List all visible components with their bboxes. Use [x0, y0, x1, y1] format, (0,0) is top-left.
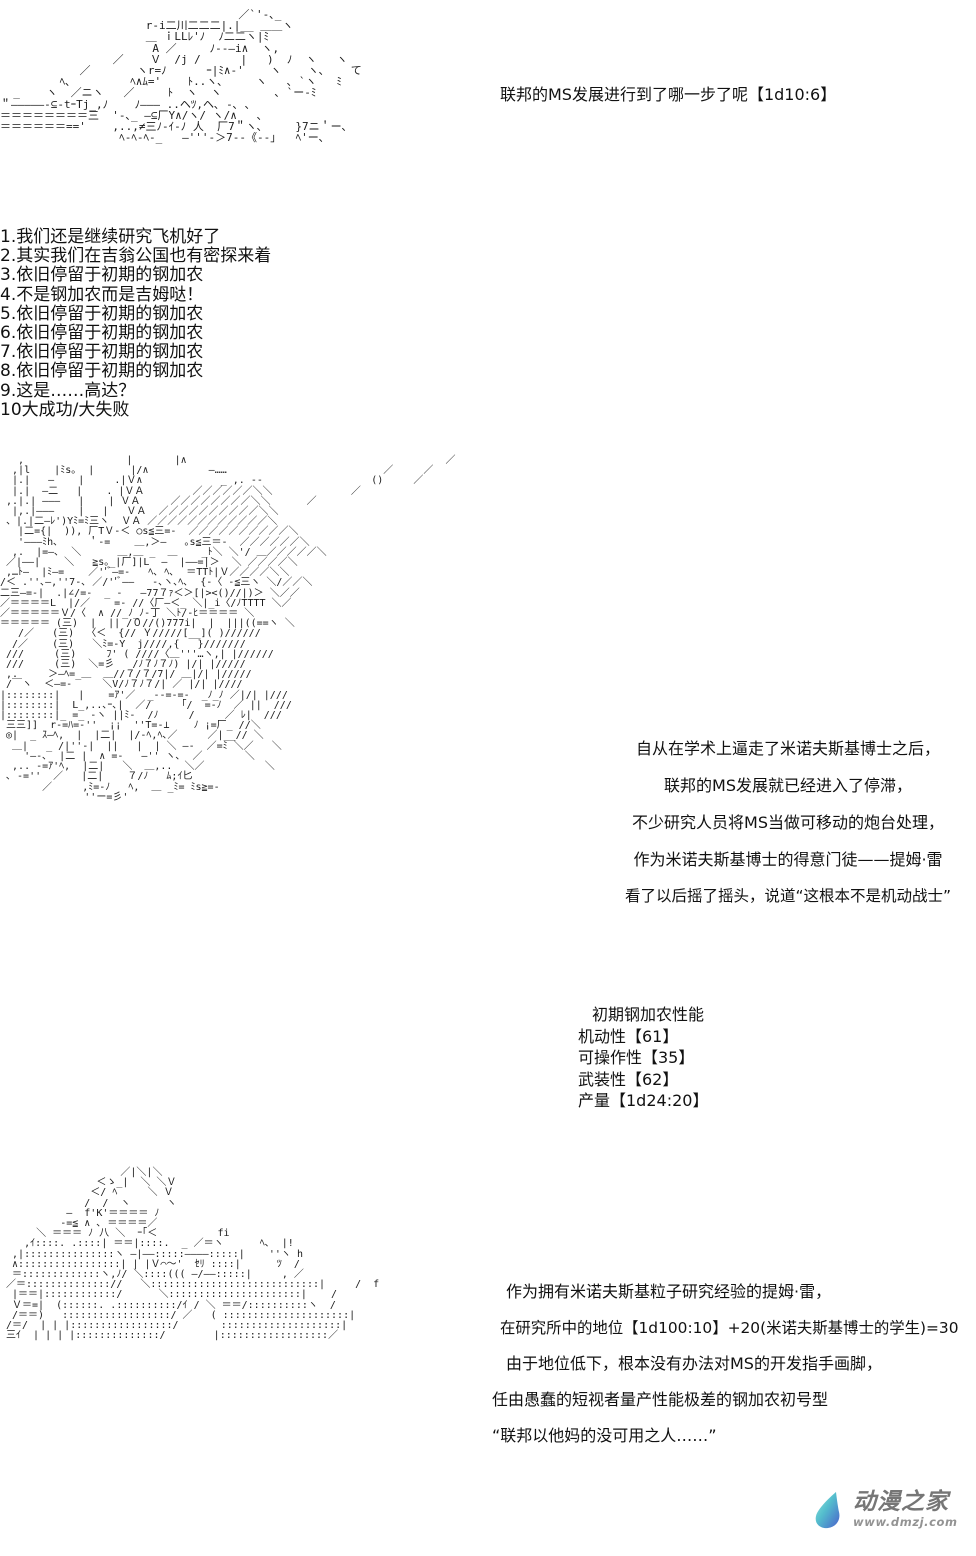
stat-operability: 可操作性【35】: [578, 1048, 695, 1067]
narration-line: 联邦的MS发展就已经进入了停滞，: [664, 776, 912, 795]
watermark: 动漫之家 www.dmzj.com: [812, 1490, 958, 1530]
stat-armament: 武装性【62】: [578, 1069, 679, 1089]
option-list: 1.我们还是继续研究飞机好了 2.其实我们在吉翁公国也有密探来着 3.依旧停留于…: [0, 227, 330, 420]
stat-mobility: 机动性【61】: [578, 1026, 679, 1046]
narration-line: 任由愚蠢的短视者量产性能极差的钢加农初号型: [492, 1390, 829, 1409]
list-item[interactable]: 1.我们还是继续研究飞机好了: [0, 227, 221, 247]
page-title: 联邦的MS发展进行到了哪一步了呢【1d10:6】: [500, 85, 837, 104]
narration-line: 作为拥有米诺夫斯基粒子研究经验的提姆·雷，: [506, 1282, 832, 1301]
watermark-text: 动漫之家 www.dmzj.com: [853, 1491, 958, 1529]
watermark-url: www.dmzj.com: [853, 1515, 958, 1530]
list-item[interactable]: 7.依旧停留于初期的钢加农: [0, 342, 204, 363]
stat-output: 产量【1d24:20】: [578, 1091, 709, 1110]
list-item[interactable]: 6.依旧停留于初期的钢加农: [0, 323, 204, 344]
list-item[interactable]: 3.依旧停留于初期的钢加农: [0, 265, 204, 286]
narration-line: 不少研究人员将MS当做可移动的炮台处理，: [632, 813, 944, 832]
stats-title: 初期钢加农性能: [592, 1005, 705, 1024]
water-drop-icon: [812, 1490, 846, 1530]
narration-bottom: 作为拥有米诺夫斯基粒子研究经验的提姆·雷， 在研究所中的地位【1d100:10】…: [486, 1274, 976, 1454]
list-item[interactable]: 2.其实我们在吉翁公国也有密探来着: [0, 246, 272, 267]
list-item[interactable]: 5.依旧停留于初期的钢加农: [0, 303, 204, 324]
list-item[interactable]: 4.不是钢加农而是吉姆哒！: [0, 284, 204, 305]
narration-line: 自从在学术上逼走了米诺夫斯基博士之后，: [635, 739, 940, 758]
narration-middle: 自从在学术上逼走了米诺夫斯基博士之后， 联邦的MS发展就已经进入了停滞， 不少研…: [600, 730, 976, 915]
narration-line: 在研究所中的地位【1d100:10】+20(米诺夫斯基博士的学生)=30: [500, 1319, 959, 1337]
narration-line: 由于地位低下，根本没有办法对MS的开发指手画脚，: [506, 1354, 882, 1373]
list-item[interactable]: 9.这是……高达？: [0, 380, 136, 401]
list-item[interactable]: 8.依旧停留于初期的钢加农: [0, 361, 204, 382]
narration-line: “联邦以他妈的没可用之人……”: [492, 1426, 717, 1445]
narration-line: 作为米诺夫斯基博士的得意门徒——提姆·雷: [633, 850, 943, 869]
stats-block: 初期钢加农性能 机动性【61】 可操作性【35】 武装性【62】 产量【1d24…: [578, 1004, 708, 1112]
ascii-art-middle: , | |∧ ／ ,|l |ﾐs｡ | |/∧ ―…… ／ ／ |.| ― | …: [0, 455, 456, 803]
ascii-art-top: ／`'-､_ r-i二川二二二|.|__ ＿＿ヽ ＿ ｉLLﾚ'ﾉ ﾉ二二ヽ|ﾐ…: [0, 8, 362, 145]
narration-line: 看了以后摇了摇头，说道“这根本不是机动战士”: [624, 887, 952, 905]
ascii-art-bottom: ／|＼|＼ ＜ゝ_| ＼ ＼Ｖ ＜/ ﾍ ＼ Ｖ / / ヽ ヽ ― f'K'＝…: [6, 1167, 380, 1342]
list-item[interactable]: 10大成功/大失败: [0, 399, 130, 420]
watermark-brand: 动漫之家: [853, 1489, 949, 1516]
